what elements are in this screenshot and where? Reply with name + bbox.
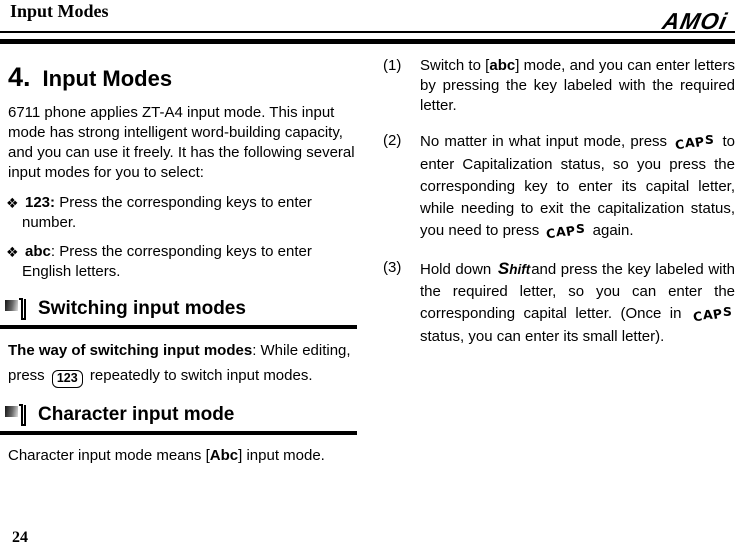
item-number: (2)	[383, 132, 402, 149]
key-123-icon: 123	[51, 370, 83, 388]
bullet-term: 123:	[25, 194, 56, 211]
paragraph-text: Switch to [	[420, 57, 490, 74]
page-number: 24	[12, 529, 28, 546]
note-icon	[5, 404, 29, 427]
caps-key-icon: CAPS	[692, 304, 732, 325]
page-content: 4. Input Modes 6711 phone applies ZT-A4 …	[0, 50, 735, 466]
diamond-bullet-icon: ❖	[6, 195, 19, 211]
item-number: (1)	[383, 57, 402, 74]
header-rule-thick	[0, 39, 735, 44]
paragraph-text: No matter in what input mode, press	[420, 133, 673, 150]
section-title: Switching input modes	[38, 298, 246, 319]
paragraph-text: ] mode, and you can enter letters by pre…	[420, 57, 735, 114]
paragraph-text: : While editing, press	[8, 342, 351, 384]
caps-key-icon: CAPS	[545, 221, 586, 242]
section-switching-input-modes: Switching input modes	[0, 297, 362, 329]
item-text: Hold down Shiftand press the key labeled…	[420, 258, 735, 348]
bullet-term: abc	[25, 243, 51, 260]
paragraph-text: status, you can enter its small letter).	[420, 328, 665, 345]
bullet-text: : Press the corresponding keys to enter …	[22, 243, 312, 280]
section-title: Character input mode	[38, 404, 235, 425]
section-rule	[0, 431, 357, 435]
input-mode-list: ❖ 123: Press the corresponding keys to en…	[0, 193, 362, 282]
item-text: No matter in what input mode, press CAPS…	[420, 131, 735, 243]
header-rule-thin	[0, 31, 735, 33]
intro-paragraph: 6711 phone applies ZT-A4 input mode. Thi…	[8, 104, 355, 181]
chapter-title: Input Modes	[42, 66, 173, 91]
paragraph-bold: abc	[489, 57, 516, 74]
paragraph-text: repeatedly to switch input modes.	[85, 367, 313, 384]
shift-key-icon: Shift	[497, 259, 531, 278]
chapter-number: 4.	[8, 62, 31, 92]
paragraph-text: Character input mode means [	[8, 447, 210, 464]
paragraph-text: ] input mode.	[238, 447, 325, 464]
numbered-item-1: (1) Switch to [abc] mode, and you can en…	[383, 56, 735, 116]
paragraph-text: Hold down	[420, 261, 496, 278]
paragraph-bold: Abc	[209, 447, 239, 464]
paragraph-bold-lead: The way of switching input modes	[8, 342, 253, 359]
section-rule	[0, 325, 357, 329]
bullet-text: Press the corresponding keys to enter nu…	[22, 194, 312, 231]
caps-key-icon: CAPS	[674, 132, 715, 153]
numbered-item-2: (2) No matter in what input mode, press …	[383, 131, 735, 243]
numbered-item-3: (3) Hold down Shiftand press the key lab…	[383, 258, 735, 348]
right-column: (1) Switch to [abc] mode, and you can en…	[383, 50, 735, 466]
paragraph-text: again.	[588, 222, 634, 239]
item-text: Switch to [abc] mode, and you can enter …	[420, 56, 735, 116]
note-icon	[5, 298, 29, 321]
character-paragraph: Character input mode means [Abc] input m…	[8, 446, 358, 466]
left-column: 4. Input Modes 6711 phone applies ZT-A4 …	[0, 50, 362, 466]
section-title-row: Character input mode	[0, 403, 362, 427]
item-number: (3)	[383, 259, 402, 276]
header-title: Input Modes	[10, 1, 109, 21]
switching-paragraph: The way of switching input modes: While …	[8, 338, 358, 388]
page-header: Input Modes AMOi	[0, 0, 735, 46]
section-title-row: Switching input modes	[0, 297, 362, 321]
list-item: ❖ 123: Press the corresponding keys to en…	[0, 193, 362, 233]
diamond-bullet-icon: ❖	[6, 244, 19, 260]
paragraph-text: to enter Capitalization status, so you p…	[420, 133, 735, 239]
section-character-input-mode: Character input mode	[0, 403, 362, 435]
list-item: ❖ abc: Press the corresponding keys to en…	[0, 242, 362, 282]
chapter-heading: 4. Input Modes	[0, 62, 362, 93]
paragraph-text: and press the key labeled with the requi…	[420, 261, 735, 322]
